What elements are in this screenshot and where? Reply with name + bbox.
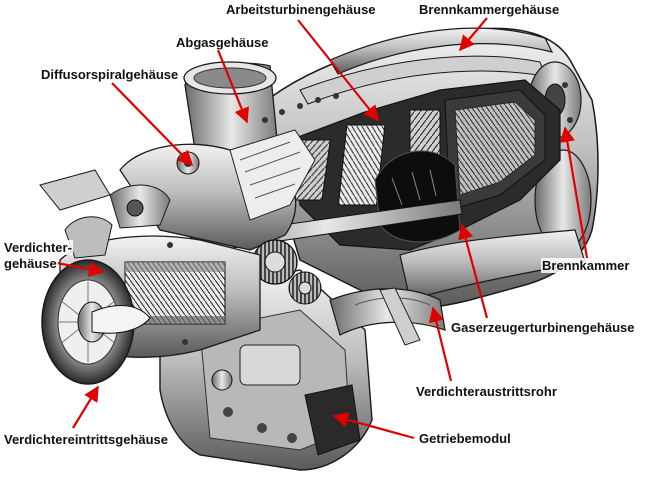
arrow-abgasgehaeuse xyxy=(216,49,249,124)
arrow-verdichtereintrittsgehaeuse xyxy=(72,385,99,429)
arrow-verdichtergehaeuse xyxy=(56,261,105,277)
arrow-getriebemodul xyxy=(332,412,415,440)
label-brennkammergehaeuse: Brennkammergehäuse xyxy=(418,2,561,17)
label-verdichtergehaeuse-line1: Verdichter- xyxy=(3,240,73,255)
label-gaserzeugerturbinengehaeuse: Gaserzeugerturbinengehäuse xyxy=(450,320,636,335)
label-abgasgehaeuse: Abgasgehäuse xyxy=(175,35,270,50)
label-getriebemodul: Getriebemodul xyxy=(418,431,512,446)
label-verdichtereintrittsgehaeuse: Verdichtereintrittsgehäuse xyxy=(3,432,169,447)
arrow-verdichteraustrittsrohr xyxy=(428,306,453,382)
arrow-brennkammer xyxy=(559,126,589,259)
arrow-arbeitsturbinengehaeuse xyxy=(297,19,379,122)
arrow-diffusorspiralgehaeuse xyxy=(111,82,194,167)
arrow-brennkammergehaeuse xyxy=(459,17,488,52)
label-brennkammer: Brennkammer xyxy=(541,258,631,273)
label-diffusorspiralgehaeuse: Diffusorspiralgehäuse xyxy=(40,67,180,82)
label-verdichteraustrittsrohr: Verdichteraustrittsrohr xyxy=(415,384,558,399)
arrow-gaserzeugerturbinengehaeuse xyxy=(458,223,489,319)
callout-arrows xyxy=(56,17,589,440)
engine-body xyxy=(39,27,599,471)
label-verdichtergehaeuse-line2: gehäuse xyxy=(3,256,58,271)
label-arbeitsturbinengehaeuse: Arbeitsturbinengehäuse xyxy=(225,2,377,17)
